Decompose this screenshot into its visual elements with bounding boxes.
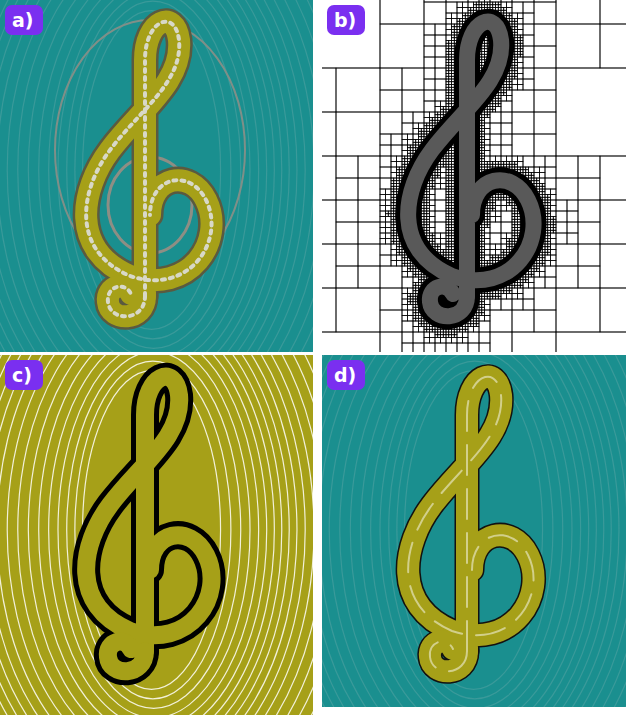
illustration — [0, 0, 626, 715]
figure: a)b)c)d) — [0, 0, 626, 715]
